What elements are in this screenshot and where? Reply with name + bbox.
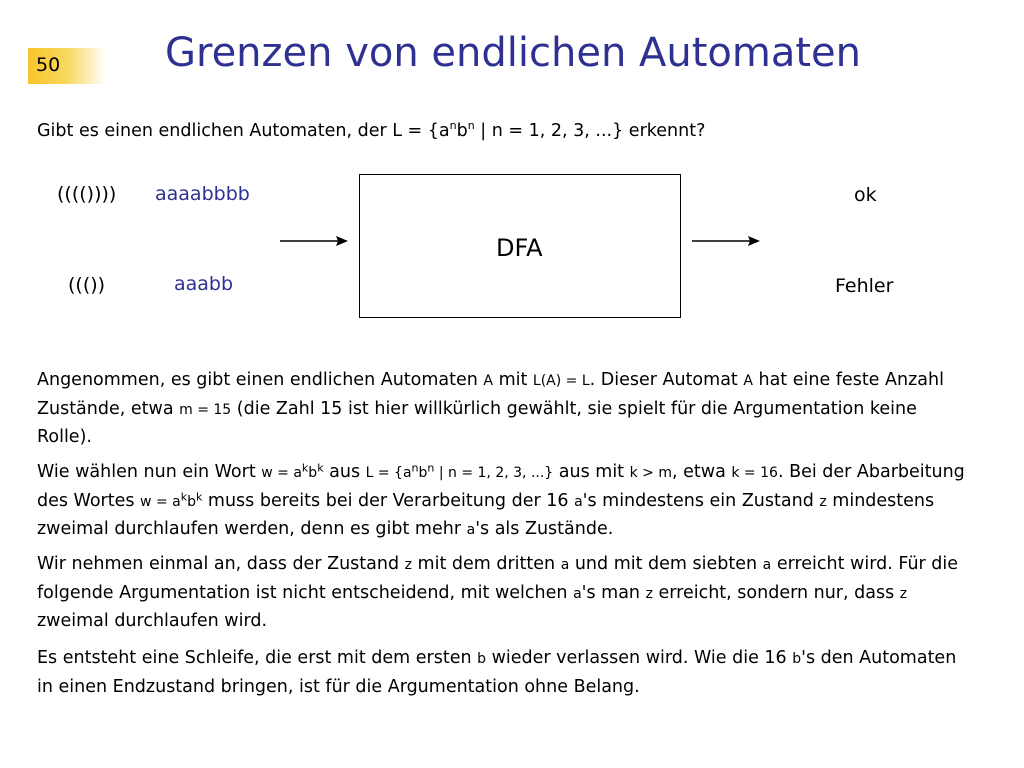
p1-math-4: m = 15 xyxy=(179,401,232,418)
p1-text-2: mit xyxy=(493,370,533,390)
question-suffix: | n = 1, 2, 3, ...} erkennt? xyxy=(474,121,706,141)
p1-text-5: (die Zahl 15 ist hier willkürlich gewähl… xyxy=(37,398,917,448)
input1-parens: (((()))) xyxy=(57,183,117,205)
question-sup-n1: n xyxy=(449,119,457,133)
paragraph-2: Wie wählen nun ein Wort w = akbk aus L =… xyxy=(37,459,977,545)
p2-sup-1b: k xyxy=(317,461,324,475)
p1-text-1: Angenommen, es gibt einen endlichen Auto… xyxy=(37,370,484,390)
input2-word: aaabb xyxy=(174,273,234,295)
p3-text-3: und mit dem siebten xyxy=(569,554,763,574)
p3-math-2: a xyxy=(560,557,570,573)
p1-math-2: L(A) = L xyxy=(532,373,590,389)
paragraph-3: Wir nehmen einmal an, dass der Zustand z… xyxy=(37,551,977,636)
p3-text-6: erreicht, sondern nur, dass xyxy=(652,582,900,603)
p4-text-2: wieder verlassen wird. Wie die 16 xyxy=(486,648,793,668)
p4-math-1: b xyxy=(477,651,487,667)
question-b: b xyxy=(456,121,468,141)
paragraph-4: Es entsteht eine Schleife, die erst mit … xyxy=(37,645,977,701)
p4-math-2: b xyxy=(792,651,802,667)
p3-text-5: 's man xyxy=(581,582,646,603)
p2-math-5b: b xyxy=(187,493,196,510)
input-arrow-icon xyxy=(280,236,348,246)
p2-sup-1: k xyxy=(301,461,309,475)
p1-math-3: A xyxy=(743,373,753,389)
p3-math-1: z xyxy=(404,557,412,573)
p3-text-7: zweimal durchlaufen wird. xyxy=(37,611,268,631)
p2-text-8: mindestens zweimal durchlaufen werden, d… xyxy=(37,490,935,540)
p3-math-5: z xyxy=(645,585,653,602)
input1-word: aaaabbbb xyxy=(155,183,250,205)
slide-number: 50 xyxy=(36,54,61,76)
p3-text-2: mit dem dritten xyxy=(411,554,561,574)
p2-math-6: a xyxy=(574,493,583,510)
output-ok: ok xyxy=(854,184,877,206)
p2-math-5: w = akbk xyxy=(140,491,202,510)
p3-text-1: Wir nehmen einmal an, dass der Zustand xyxy=(37,554,405,574)
p2-sup-5: k xyxy=(180,489,188,503)
p2-text-9: 's als Zustände. xyxy=(475,519,614,539)
p2-text-5: . Bei der Abarbeitung des Wortes xyxy=(37,462,965,511)
p2-math-3: k > m xyxy=(629,465,673,481)
p3-text-4: erreicht wird. Für die folgende Argument… xyxy=(37,554,959,603)
p2-text-6: muss bereits bei der Verarbeitung der 16 xyxy=(202,490,575,511)
p2-text-1: Wie wählen nun ein Wort xyxy=(37,462,262,482)
dfa-box xyxy=(359,174,681,318)
p2-math-1: w = akbk xyxy=(261,462,323,481)
p2-text-4: , etwa xyxy=(672,462,732,482)
slide-number-badge: 50 xyxy=(28,48,106,84)
p4-text-3: 's den Automaten in einen Endzustand bri… xyxy=(37,648,957,697)
dfa-label: DFA xyxy=(496,234,543,262)
input2-parens: ((()) xyxy=(68,274,106,296)
output-arrow-icon xyxy=(692,236,760,246)
p2-math-2b: b xyxy=(418,465,428,481)
p2-text-3: aus mit xyxy=(553,462,630,482)
p2-text-7: 's mindestens ein Zustand xyxy=(582,490,820,511)
output-fehler: Fehler xyxy=(835,275,894,297)
p3-math-3: a xyxy=(762,557,772,573)
p1-math-1: A xyxy=(483,373,493,389)
p2-math-4: k = 16 xyxy=(731,465,778,481)
p2-math-2c: | n = 1, 2, 3, ...} xyxy=(434,465,554,481)
p2-sup-2: n xyxy=(411,461,419,475)
p3-math-6: z xyxy=(899,585,908,602)
p2-math-5a: w = a xyxy=(140,493,181,510)
p3-math-4: a xyxy=(573,585,582,602)
p1-text-4: hat eine feste Anzahl Zustände, etwa xyxy=(37,370,944,419)
p2-text-2: aus xyxy=(323,462,366,482)
p2-sup-2b: n xyxy=(427,461,435,475)
question-sup-n2: n xyxy=(467,119,475,133)
p2-math-8: a xyxy=(466,522,476,538)
question-text: Gibt es einen endlichen Automaten, der L… xyxy=(37,119,706,141)
p2-math-2: L = {anbn | n = 1, 2, 3, ...} xyxy=(365,462,554,481)
p2-math-7: z xyxy=(819,493,827,510)
p4-text-1: Es entsteht eine Schleife, die erst mit … xyxy=(37,648,478,668)
p2-math-1b: b xyxy=(308,465,318,481)
paragraph-1: Angenommen, es gibt einen endlichen Auto… xyxy=(37,367,977,452)
question-prefix: Gibt es einen endlichen Automaten, der L… xyxy=(37,121,450,141)
p2-math-2a: L = {a xyxy=(365,465,412,481)
p1-text-3: . Dieser Automat xyxy=(589,370,744,390)
p2-sup-5b: k xyxy=(195,489,203,503)
p2-math-1a: w = a xyxy=(261,465,302,481)
page-title: Grenzen von endlichen Automaten xyxy=(165,30,861,76)
